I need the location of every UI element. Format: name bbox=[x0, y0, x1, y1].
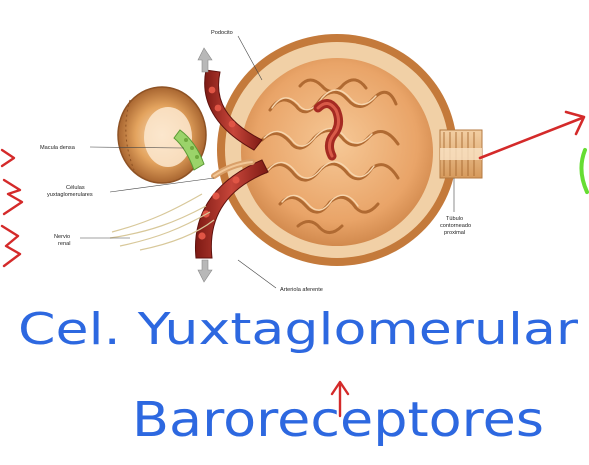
flow-arrow-in bbox=[198, 260, 212, 282]
label-celulas-line2: yuxtaglomerulares bbox=[47, 192, 93, 198]
label-macula-densa: Macula densa bbox=[40, 145, 76, 151]
handwritten-line-2: Baroreceptores bbox=[132, 392, 544, 448]
label-tubulo-line3: proximal bbox=[444, 230, 465, 236]
red-arrow-right bbox=[480, 112, 584, 158]
red-annotation-marks-left bbox=[2, 150, 22, 266]
proximal-tubule bbox=[440, 130, 482, 178]
label-nervio-line2: renal bbox=[58, 241, 70, 247]
label-arteriola-aferente: Arteriola aferente bbox=[280, 287, 323, 293]
distal-tubule bbox=[118, 87, 206, 183]
label-tubulo-line2: contorneado bbox=[440, 223, 471, 229]
label-celulas-line1: Células bbox=[66, 185, 85, 191]
label-nervio-line1: Nervio bbox=[54, 234, 70, 240]
green-mark-right bbox=[581, 150, 587, 192]
handwritten-line-1: Cel. Yuxtaglomerular bbox=[18, 304, 579, 355]
label-podocito: Podocito bbox=[211, 30, 233, 36]
flow-arrow-up bbox=[198, 48, 212, 72]
label-tubulo-line1: Túbulo bbox=[446, 216, 463, 222]
